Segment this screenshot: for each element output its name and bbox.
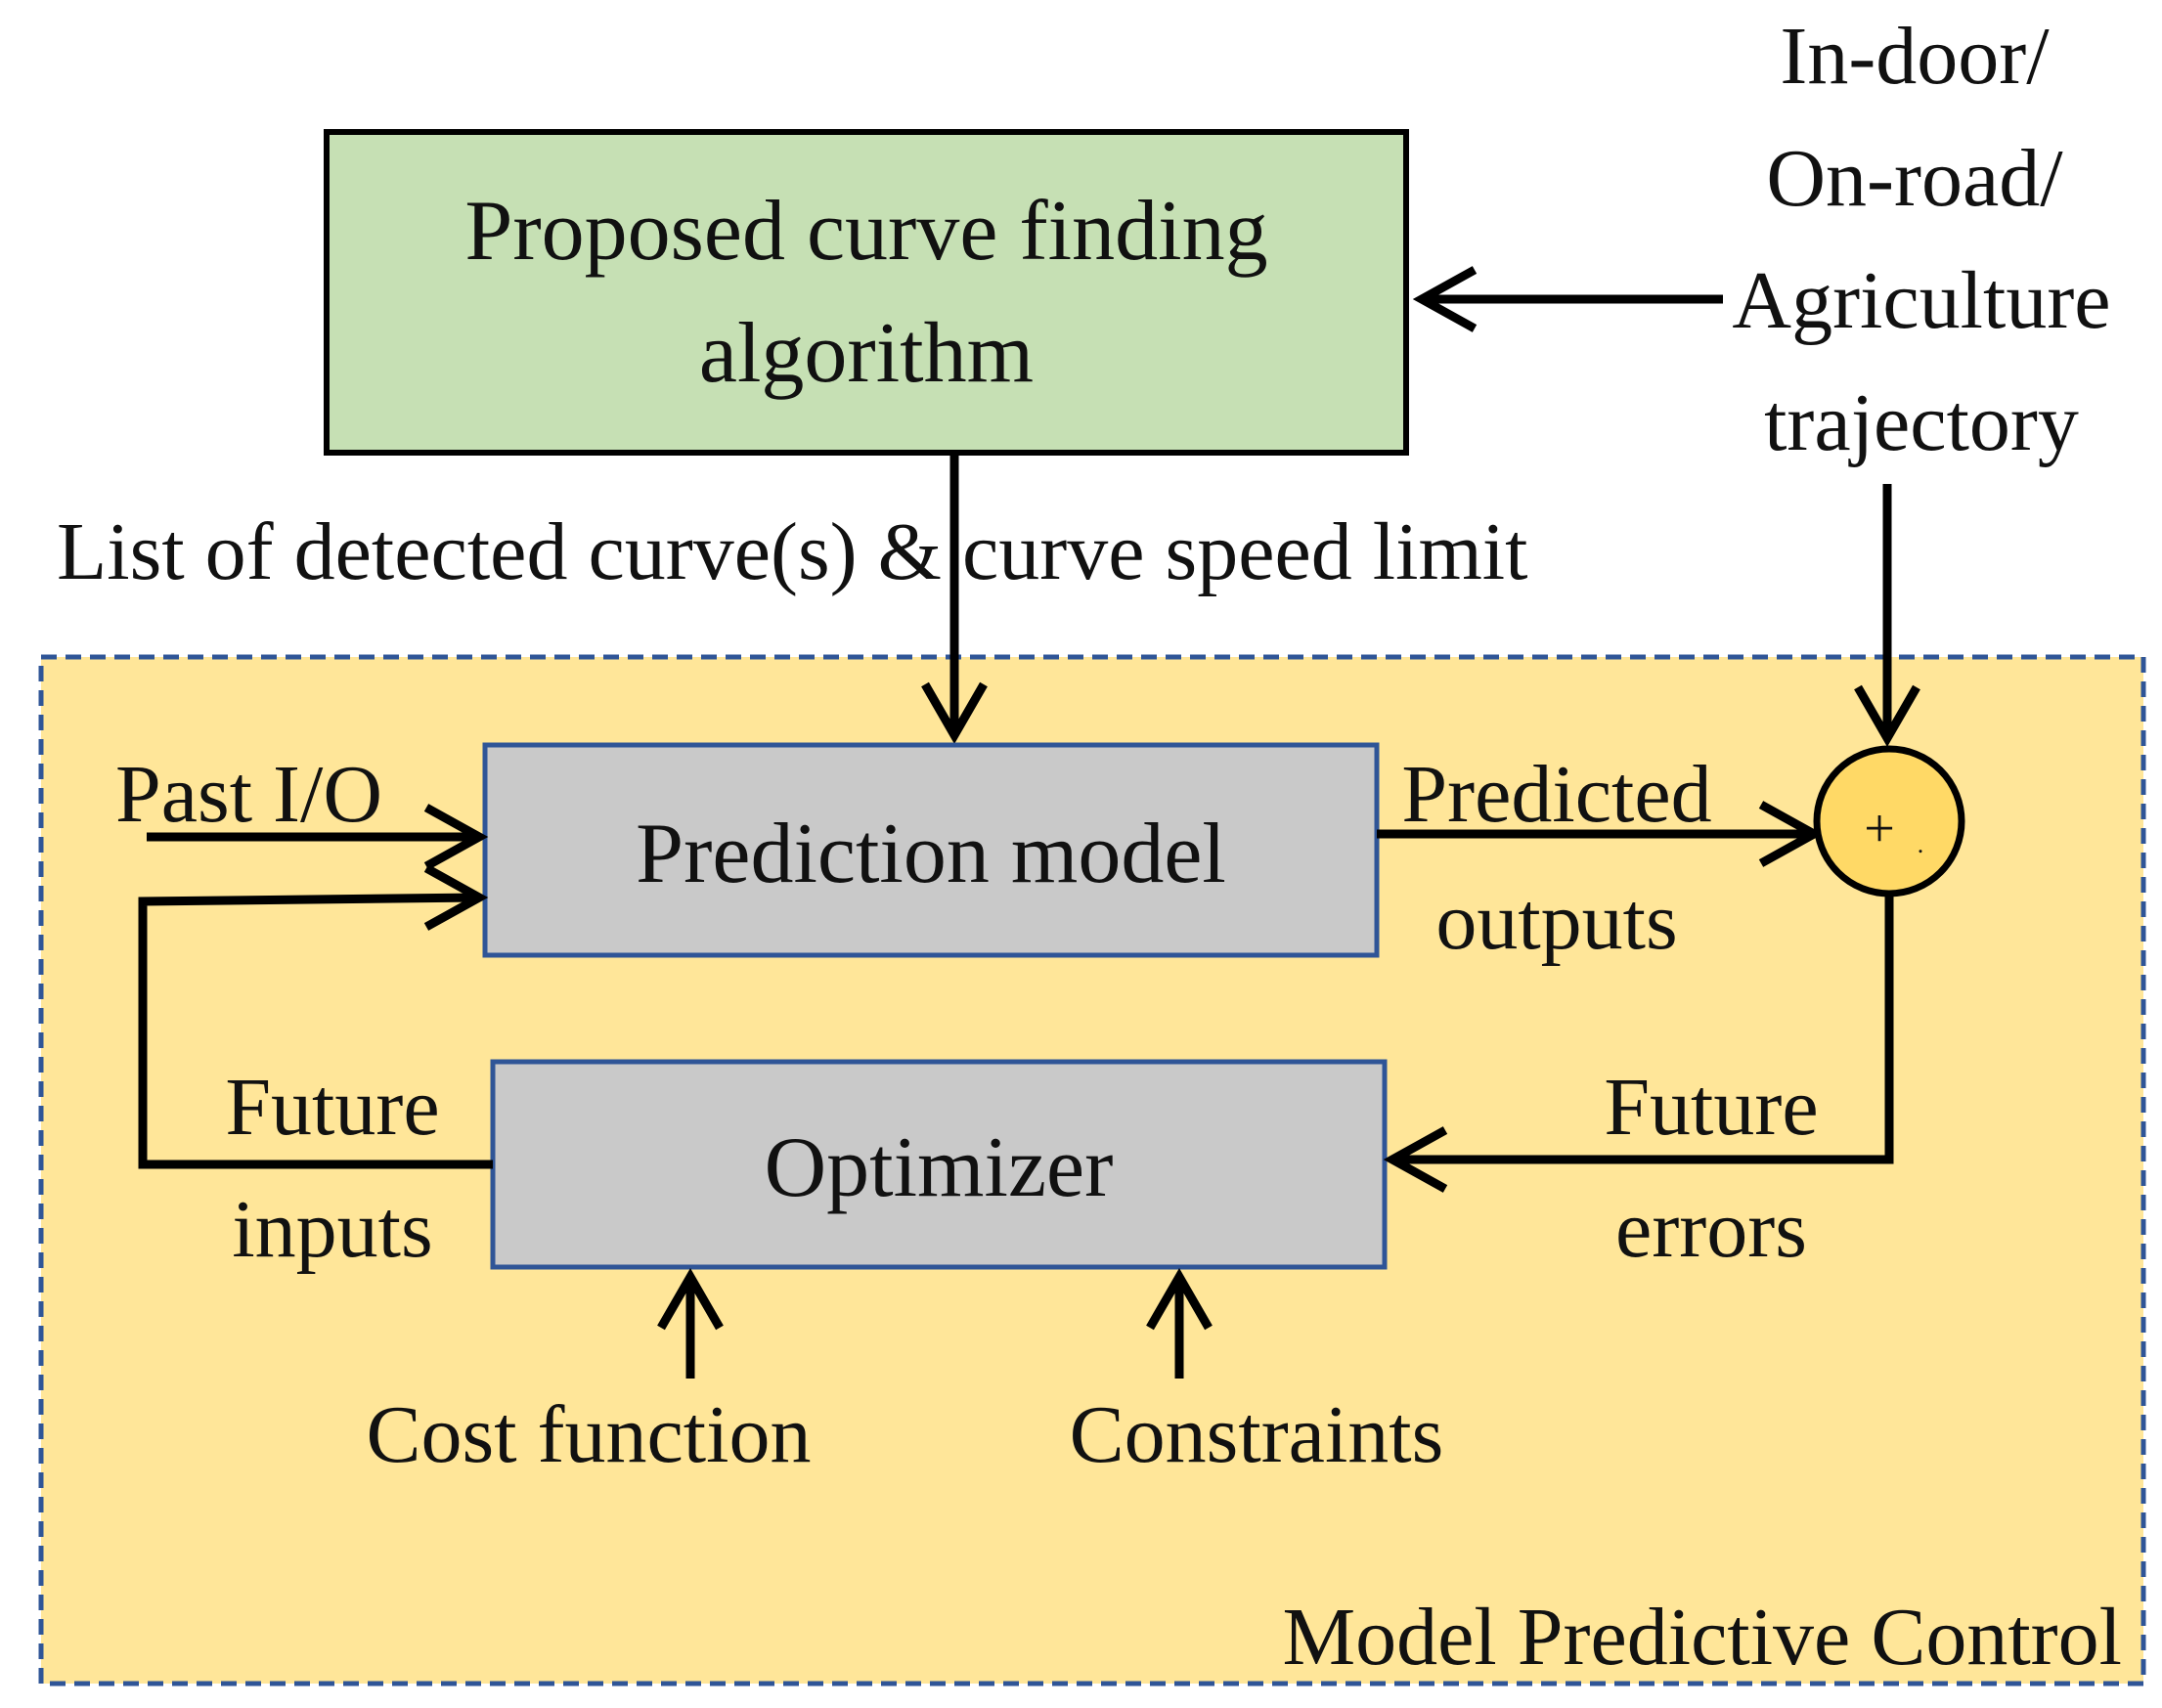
future-inputs-line2: inputs [232, 1184, 432, 1275]
future-errors-line1: Future [1604, 1062, 1818, 1153]
trajectory-line4: trajectory [1764, 377, 2079, 468]
algorithm-box-line2: algorithm [699, 306, 1034, 401]
optimizer-block [490, 1059, 1388, 1270]
past-io-label: Past I/O [115, 749, 382, 840]
summing-junction: + . [1813, 745, 1965, 898]
cost-function-label: Cost function [367, 1389, 812, 1480]
future-inputs-feedback-arrow [138, 864, 493, 1169]
summing-junction-sign: + [1864, 799, 1895, 859]
trajectory-line1: In-door/ [1780, 11, 2050, 102]
algorithm-box-line1: Proposed curve finding [464, 184, 1267, 279]
future-errors-line2: errors [1615, 1184, 1807, 1275]
trajectory-line3: Agriculture [1732, 255, 2110, 346]
prediction-model-label: Prediction model [636, 807, 1226, 901]
predicted-outputs-line2: outputs [1435, 876, 1677, 967]
summing-junction-mark: . [1918, 830, 1924, 858]
algorithm-to-prediction-arrow [921, 453, 988, 745]
cost-function-arrow [657, 1267, 724, 1379]
mpc-region-label: Model Predictive Control [1282, 1592, 2122, 1683]
predicted-outputs-line1: Predicted [1401, 749, 1711, 840]
future-errors-arrow [1383, 894, 1894, 1193]
optimizer-label: Optimizer [765, 1120, 1114, 1215]
detected-curves-label: List of detected curve(s) & curve speed … [57, 506, 1527, 597]
trajectory-to-algorithm-arrow [1412, 266, 1723, 332]
prediction-model-block [482, 742, 1380, 958]
curve-finding-algorithm-box [324, 129, 1409, 456]
future-inputs-line1: Future [225, 1062, 439, 1153]
trajectory-to-sum-arrow [1854, 484, 1920, 748]
past-io-arrow [147, 804, 489, 870]
constraints-label: Constraints [1070, 1389, 1444, 1480]
predicted-outputs-arrow [1377, 801, 1824, 867]
constraints-arrow [1146, 1267, 1213, 1379]
trajectory-line2: On-road/ [1766, 133, 2063, 224]
